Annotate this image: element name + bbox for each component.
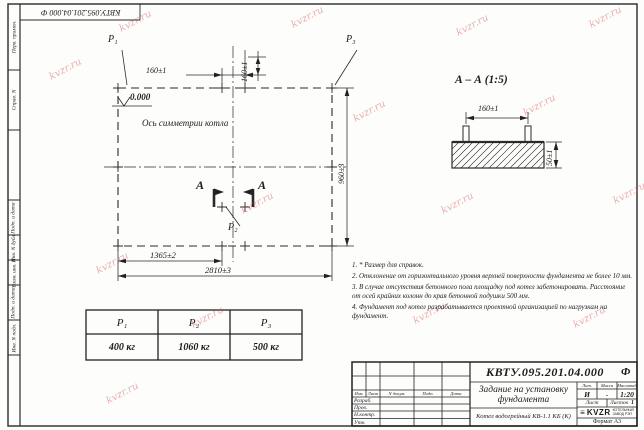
dim-span-2810: 2810±3 bbox=[205, 265, 231, 275]
sheet-frame bbox=[7, 3, 638, 427]
tb-sheets-total: 1 bbox=[631, 400, 635, 406]
stamp-inv-dubl: Инв. N дубл. bbox=[8, 233, 20, 261]
tb-col-izm: Изм. bbox=[354, 391, 364, 396]
dim-detail-width: 160±1 bbox=[478, 104, 499, 113]
note-2: 2. Отклонение от горизонтального уровня … bbox=[352, 271, 633, 280]
tb-mass-value: - bbox=[605, 389, 609, 399]
section-letter-right: А bbox=[258, 178, 267, 192]
tb-col-podp: Подп. bbox=[422, 391, 434, 396]
stamp-sprav-n: Справ. N bbox=[8, 70, 20, 130]
company-sub-line1: КОТЕЛЬНЫЙ bbox=[612, 407, 634, 412]
dim-detail-height: 50±1 bbox=[545, 149, 554, 166]
load-point-p3-label: Р₃ bbox=[346, 34, 356, 45]
title-block-product: Котел водогрейный КВ-1.1 КБ (К) bbox=[476, 413, 571, 421]
top-code-cell: КВТУ.095.201.04.000 Ф bbox=[22, 4, 140, 20]
stamp-podp-data-2: Подп. и дата bbox=[8, 285, 20, 320]
stamp-perv-primen: Перв. примен. bbox=[8, 4, 20, 70]
stamp-podp-data-1: Подп. и дата bbox=[8, 200, 20, 235]
tb-role-utv: Утв. bbox=[354, 419, 366, 426]
load-table-value-p3: 500 кг bbox=[252, 341, 280, 353]
note-1: 1. * Размер для справок. bbox=[352, 261, 424, 269]
dim-bolt-pitch-y: 160±1 bbox=[240, 61, 249, 82]
section-letter-left: А bbox=[196, 178, 205, 192]
tb-scale-value: 1:20 bbox=[620, 389, 634, 399]
load-table-header-p1: Р₁ bbox=[116, 317, 128, 329]
stamp-label: Инв. N подл. bbox=[11, 323, 17, 352]
load-point-p1-label: Р₁ bbox=[108, 34, 118, 45]
tb-sheets-cell: Листов 1 bbox=[607, 399, 637, 407]
load-table-header-p2: Р₂ bbox=[188, 317, 200, 329]
format-label: Формат А3 bbox=[592, 419, 622, 425]
title-block-doc-number: КВТУ.095.201.04.000 bbox=[486, 364, 604, 379]
kvzr-logo-icon: ≡ bbox=[580, 408, 585, 417]
tb-role-prov: Пров. bbox=[354, 405, 368, 411]
tb-scale-label: Масштаб bbox=[617, 383, 637, 388]
dim-span-1365: 1365±2 bbox=[150, 250, 176, 260]
stamp-inv-podl: Инв. N подл. bbox=[8, 320, 20, 355]
plan-view bbox=[104, 46, 358, 281]
load-table-value-p2: 1060 кг bbox=[178, 341, 210, 353]
tb-lit-value: И bbox=[584, 389, 590, 399]
load-point-p2-label: Р₂ bbox=[228, 222, 238, 233]
tb-role-nkontr: Н.контр. bbox=[354, 412, 376, 418]
tb-sheet-label: Лист bbox=[585, 400, 599, 406]
tb-col-docnum: N докум. bbox=[388, 391, 406, 396]
title-block-doc-letter: Ф bbox=[621, 366, 631, 378]
load-table-header-p3: Р₃ bbox=[260, 317, 272, 329]
tb-col-list: Лист bbox=[367, 391, 379, 396]
detail-view-title: А – А (1:5) bbox=[455, 74, 508, 86]
notes-block: 1. * Размер для справок. 2. Отклонение о… bbox=[352, 261, 635, 323]
title-block-title: Задание на установку фундамента bbox=[478, 384, 569, 405]
stamp-vzam-inv: Взам. инв. N bbox=[8, 258, 20, 287]
elevation-mark-label: 0.000 bbox=[130, 92, 151, 102]
document-code-rotated: КВТУ.095.201.04.000 Ф bbox=[41, 7, 121, 17]
boiler-symmetry-axis-label: Ось симметрии котла bbox=[142, 118, 229, 128]
note-3: 3. В случае отсутствия бетонного пола пл… bbox=[352, 282, 626, 300]
stamp-label: Перв. примен. bbox=[11, 20, 18, 54]
tb-mass-label: Масса bbox=[600, 383, 614, 388]
stamp-label: Подп. и дата bbox=[11, 286, 18, 319]
note-4: 4. Фундамент под котел разрабатывается п… bbox=[352, 302, 608, 320]
tb-role-razrab: Разраб. bbox=[354, 398, 372, 404]
dim-depth-960: 960±3 bbox=[337, 163, 346, 184]
tb-sheets-label: Листов bbox=[609, 400, 629, 406]
load-table-value-p1: 400 кг bbox=[108, 341, 136, 353]
stamp-label: Подп. и дата bbox=[11, 201, 18, 234]
company-sub-line2: ЗАВОД РЭП bbox=[612, 411, 632, 416]
company-name: KVZR bbox=[586, 408, 611, 417]
tb-col-data: Дата bbox=[450, 391, 462, 396]
tb-lit-label: Лит. bbox=[582, 383, 592, 388]
load-table-grid bbox=[85, 309, 303, 361]
stamp-label: Справ. N bbox=[11, 89, 18, 111]
stamp-label: Взам. инв. N bbox=[11, 258, 17, 287]
section-detail-view bbox=[451, 112, 562, 169]
title-block-grid bbox=[351, 361, 638, 427]
company-cell: ≡ KVZR КОТЕЛЬНЫЙ ЗАВОД РЭП bbox=[577, 407, 637, 418]
dim-bolt-pitch-x: 160±1 bbox=[146, 66, 167, 75]
